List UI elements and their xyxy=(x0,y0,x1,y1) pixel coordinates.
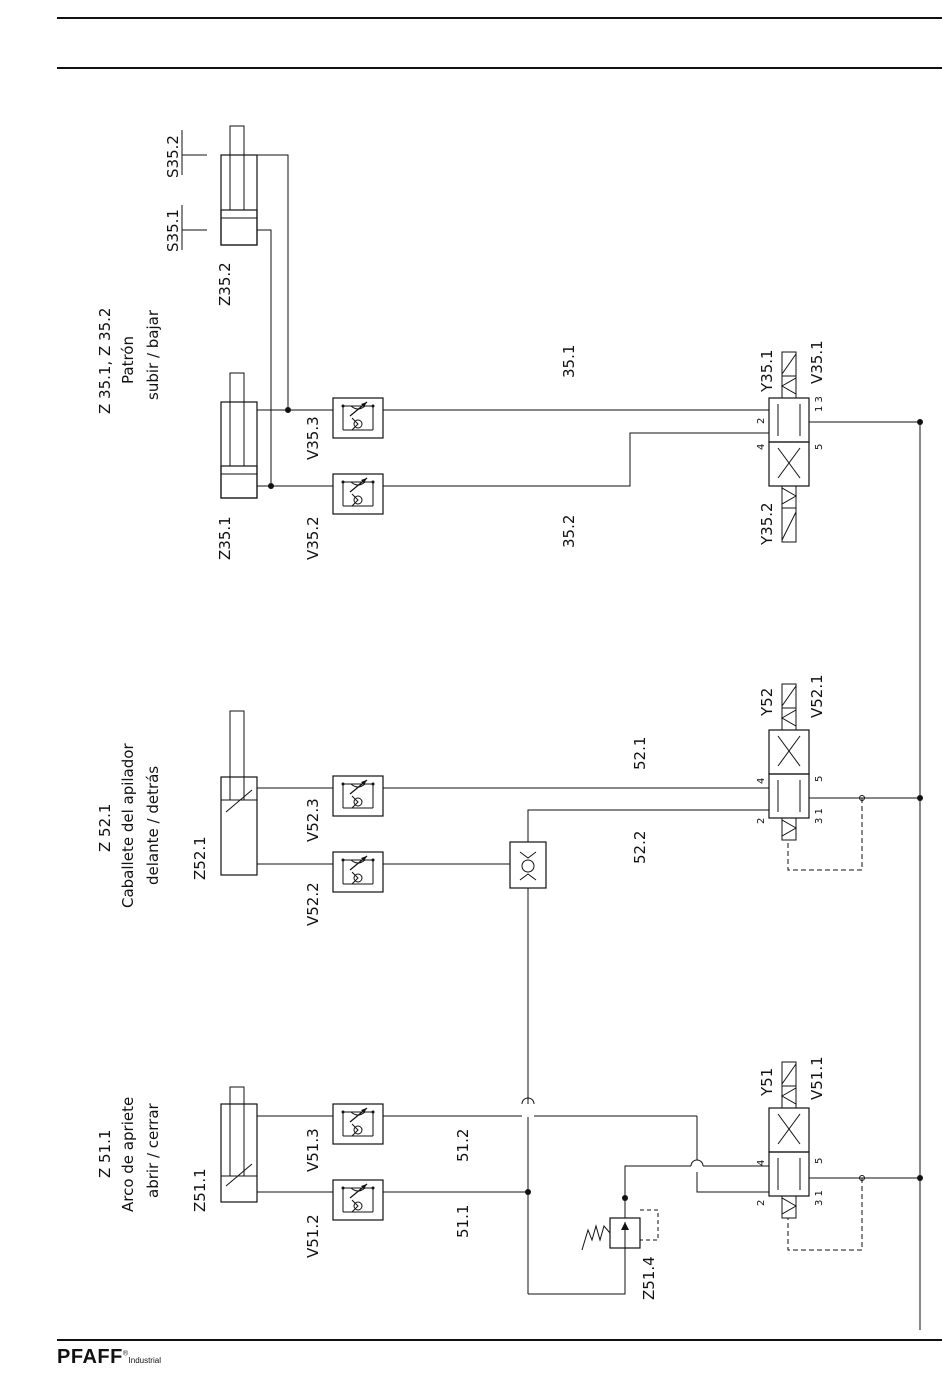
flow-valve-v52-3 xyxy=(332,775,384,817)
port-4-v52: 4 xyxy=(756,778,767,784)
port-2-v35: 2 xyxy=(756,418,767,424)
port-5-v52: 5 xyxy=(814,776,825,782)
port-31-v52: 3 1 xyxy=(814,808,825,824)
label-y35-2: Y35.2 xyxy=(758,502,776,546)
label-line-51-1: 51.1 xyxy=(454,1205,472,1238)
z52-section xyxy=(220,683,923,893)
title-z35-line2: Patrón xyxy=(119,336,137,384)
label-v52-2: V52.2 xyxy=(304,882,322,926)
label-line-35-1: 35.1 xyxy=(560,345,578,378)
label-z35-2: Z35.2 xyxy=(216,262,234,306)
pfaff-logo: PFAFF®Industrial xyxy=(57,1346,161,1369)
title-z52-line1: Z 52.1 xyxy=(96,804,114,852)
label-v35-2: V35.2 xyxy=(304,516,322,560)
title-z52-line2: Caballete del apilador xyxy=(119,743,137,908)
label-line-52-2: 52.2 xyxy=(631,831,649,864)
cylinder-z52-1 xyxy=(220,710,258,876)
cylinder-z51-1 xyxy=(220,1086,258,1203)
z51-section xyxy=(220,1061,923,1295)
label-z35-1: Z35.1 xyxy=(216,516,234,560)
title-z35-line3: subir / bajar xyxy=(144,309,162,400)
label-z51-4: Z51.4 xyxy=(640,1256,658,1300)
flow-valve-v52-2 xyxy=(332,851,384,893)
label-v51-2: V51.2 xyxy=(304,1214,322,1258)
title-z52-line3: delante / detrás xyxy=(144,766,162,885)
label-v51-3: V51.3 xyxy=(304,1128,322,1172)
label-v52-3: V52.3 xyxy=(304,798,322,842)
shuttle-valve xyxy=(509,841,547,889)
port-5-v51: 5 xyxy=(814,1158,825,1164)
port-5-v35: 5 xyxy=(814,444,825,450)
title-z51-line3: abrir / cerrar xyxy=(144,1102,162,1198)
label-line-35-2: 35.2 xyxy=(560,515,578,548)
label-s35-1: S35.1 xyxy=(164,209,182,252)
label-v35-1: V35.1 xyxy=(808,340,826,384)
title-z51-line1: Z 51.1 xyxy=(96,1130,114,1178)
title-z51-line2: Arco de apriete xyxy=(119,1097,137,1212)
valve-v51-1 xyxy=(768,1061,810,1219)
brand-mark: ® xyxy=(122,1350,129,1358)
label-y35-1: Y35.1 xyxy=(758,349,776,393)
brand-sub: Industrial xyxy=(128,1356,161,1365)
label-s35-2: S35.2 xyxy=(164,135,182,178)
port-2-v51: 2 xyxy=(756,1200,767,1206)
labels: Z 35.1, Z 35.2 Patrón subir / bajar S35.… xyxy=(96,135,826,1300)
valve-v52-1 xyxy=(768,683,810,841)
label-v35-3: V35.3 xyxy=(304,416,322,460)
port-31-v51: 3 1 xyxy=(814,1190,825,1206)
pressure-valve-z51-4 xyxy=(581,1209,659,1251)
cylinder-z35-2 xyxy=(220,125,258,246)
label-line-52-1: 52.1 xyxy=(631,737,649,770)
port-2-v52: 2 xyxy=(756,818,767,824)
valve-v35-1 xyxy=(768,351,810,543)
title-z35-line1: Z 35.1, Z 35.2 xyxy=(96,308,114,414)
flow-valve-v35-2 xyxy=(332,473,384,515)
label-y51: Y51 xyxy=(758,1068,776,1097)
flow-valve-v51-2 xyxy=(332,1179,384,1221)
port-4-v35: 4 xyxy=(756,444,767,450)
label-z51-1: Z51.1 xyxy=(191,1168,209,1212)
label-line-51-2: 51.2 xyxy=(454,1129,472,1162)
flow-valve-v51-3 xyxy=(332,1103,384,1145)
cylinder-z35-1 xyxy=(220,372,258,499)
label-v51-1: V51.1 xyxy=(808,1056,826,1100)
brand-name: PFAFF xyxy=(57,1346,123,1368)
label-y52: Y52 xyxy=(758,688,776,717)
z35-section xyxy=(181,125,923,543)
port-13-v35: 1 3 xyxy=(814,396,825,412)
label-v52-1: V52.1 xyxy=(808,674,826,718)
label-z52-1: Z52.1 xyxy=(191,836,209,880)
flow-valve-v35-3 xyxy=(332,397,384,439)
port-4-v51: 4 xyxy=(756,1160,767,1166)
